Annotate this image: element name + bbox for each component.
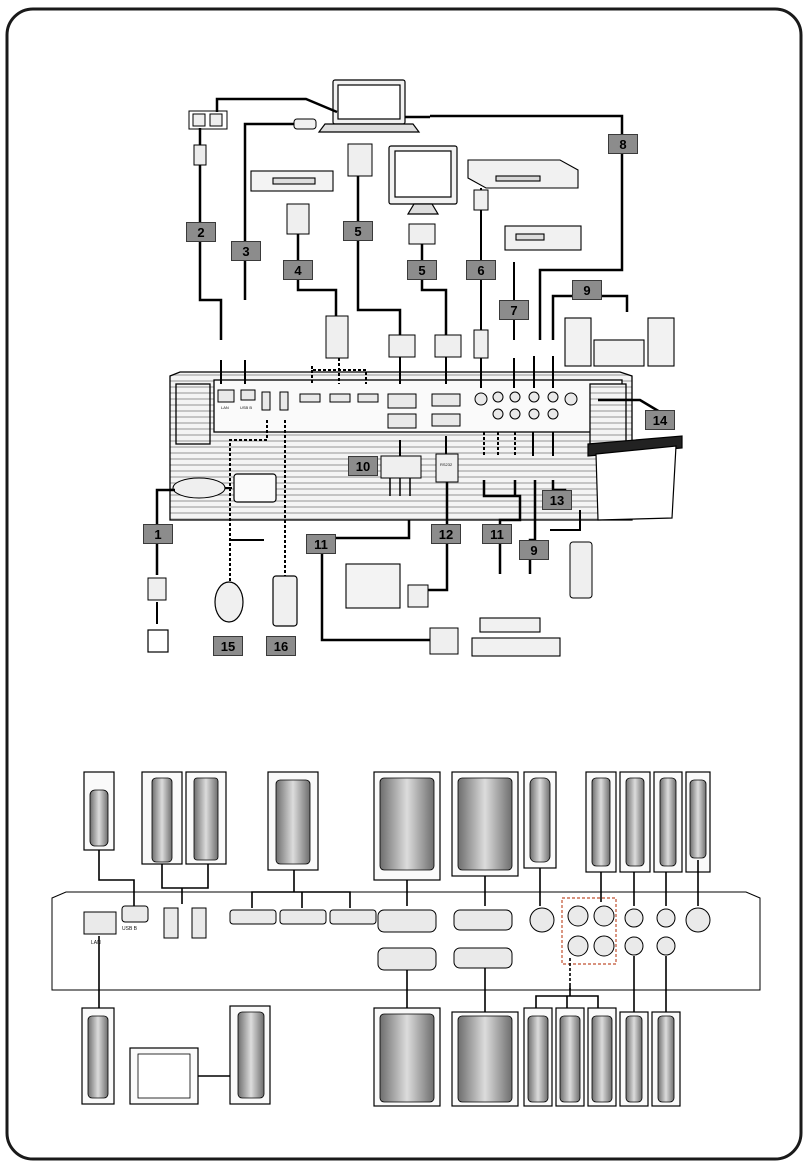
- callout-badge-4: 4: [283, 260, 313, 280]
- callout-badge-14: 14: [645, 410, 675, 430]
- rs232-plug-icon: [435, 453, 459, 483]
- vcr-icon: [250, 170, 334, 192]
- callout-badge-6: 6: [466, 260, 496, 280]
- callout-badge-5-vga-right: 5: [407, 260, 437, 280]
- top-diagram: [147, 79, 683, 657]
- vga-plug-icon: [408, 223, 436, 245]
- vga-plug-icon: [434, 334, 462, 358]
- mouse-icon: [214, 581, 244, 623]
- callout-badge-11-right: 11: [482, 524, 512, 544]
- callout-badge-16: 16: [266, 636, 296, 656]
- callout-badge-5-vga-left: 5: [343, 221, 373, 241]
- usbb-port-label-bottom: USB B: [122, 926, 138, 932]
- component-adapter-icon: [380, 455, 422, 479]
- connector-plugs-top: [89, 777, 707, 871]
- vga-plug-icon: [347, 143, 373, 177]
- dvd-player-icon: [479, 617, 541, 633]
- wall-outlet-icon: [147, 629, 169, 653]
- lan-plug-icon: [193, 144, 207, 166]
- lan-port-label-bottom: LAN: [91, 940, 101, 946]
- hdmi-plug-icon: [286, 203, 310, 235]
- callout-badge-9-bottom: 9: [519, 540, 549, 560]
- rear-panel-icon: [51, 891, 761, 991]
- callout-badge-8: 8: [608, 134, 638, 154]
- callout-badge-1: 1: [143, 524, 173, 544]
- desktop-pc-icon: [345, 563, 401, 609]
- usb-drive-icon: [272, 575, 298, 627]
- callout-badge-7: 7: [499, 300, 529, 320]
- rs232-label: RS232: [440, 462, 453, 467]
- power-plug-icon: [172, 477, 226, 499]
- vga-plug-icon: [388, 334, 416, 358]
- callout-badge-3: 3: [231, 241, 261, 261]
- remote-control-icon: [569, 541, 593, 599]
- svideo-plug-icon: [473, 189, 489, 359]
- callout-badge-2: 2: [186, 222, 216, 242]
- rs232-plug-icon: [407, 584, 429, 608]
- usbb-port-label-top: USB B: [240, 405, 253, 410]
- power-inlet-icon: [233, 473, 277, 503]
- callout-badge-10: 10: [348, 456, 378, 476]
- callout-badge-11-left: 11: [306, 534, 336, 554]
- audio-receiver-icon: [504, 225, 582, 251]
- lan-port-label-top: LAN: [221, 405, 229, 410]
- callout-badge-12: 12: [431, 524, 461, 544]
- monitor-icon: [388, 145, 458, 215]
- speakers-icon: [564, 317, 675, 367]
- connector-plugs-bottom: [87, 1011, 675, 1103]
- bottom-diagram: [51, 771, 761, 1107]
- wall-plug-icon: [147, 577, 167, 601]
- hdmi-plug-icon: [325, 315, 349, 359]
- dvd-player-icon: [467, 159, 579, 189]
- projector-ports: [217, 389, 578, 429]
- callout-badge-13: 13: [542, 490, 572, 510]
- callout-badge-9-top: 9: [572, 280, 602, 300]
- vcr-icon: [471, 637, 561, 657]
- rca-plugs-icon: [429, 627, 459, 655]
- laptop-icon: [317, 79, 421, 133]
- rear-panel-ports: [83, 905, 711, 971]
- callout-badge-15: 15: [213, 636, 243, 656]
- usb-plug-icon: [293, 118, 317, 130]
- lan-jack-icon: [188, 110, 228, 130]
- projection-screen-icon: [587, 435, 683, 521]
